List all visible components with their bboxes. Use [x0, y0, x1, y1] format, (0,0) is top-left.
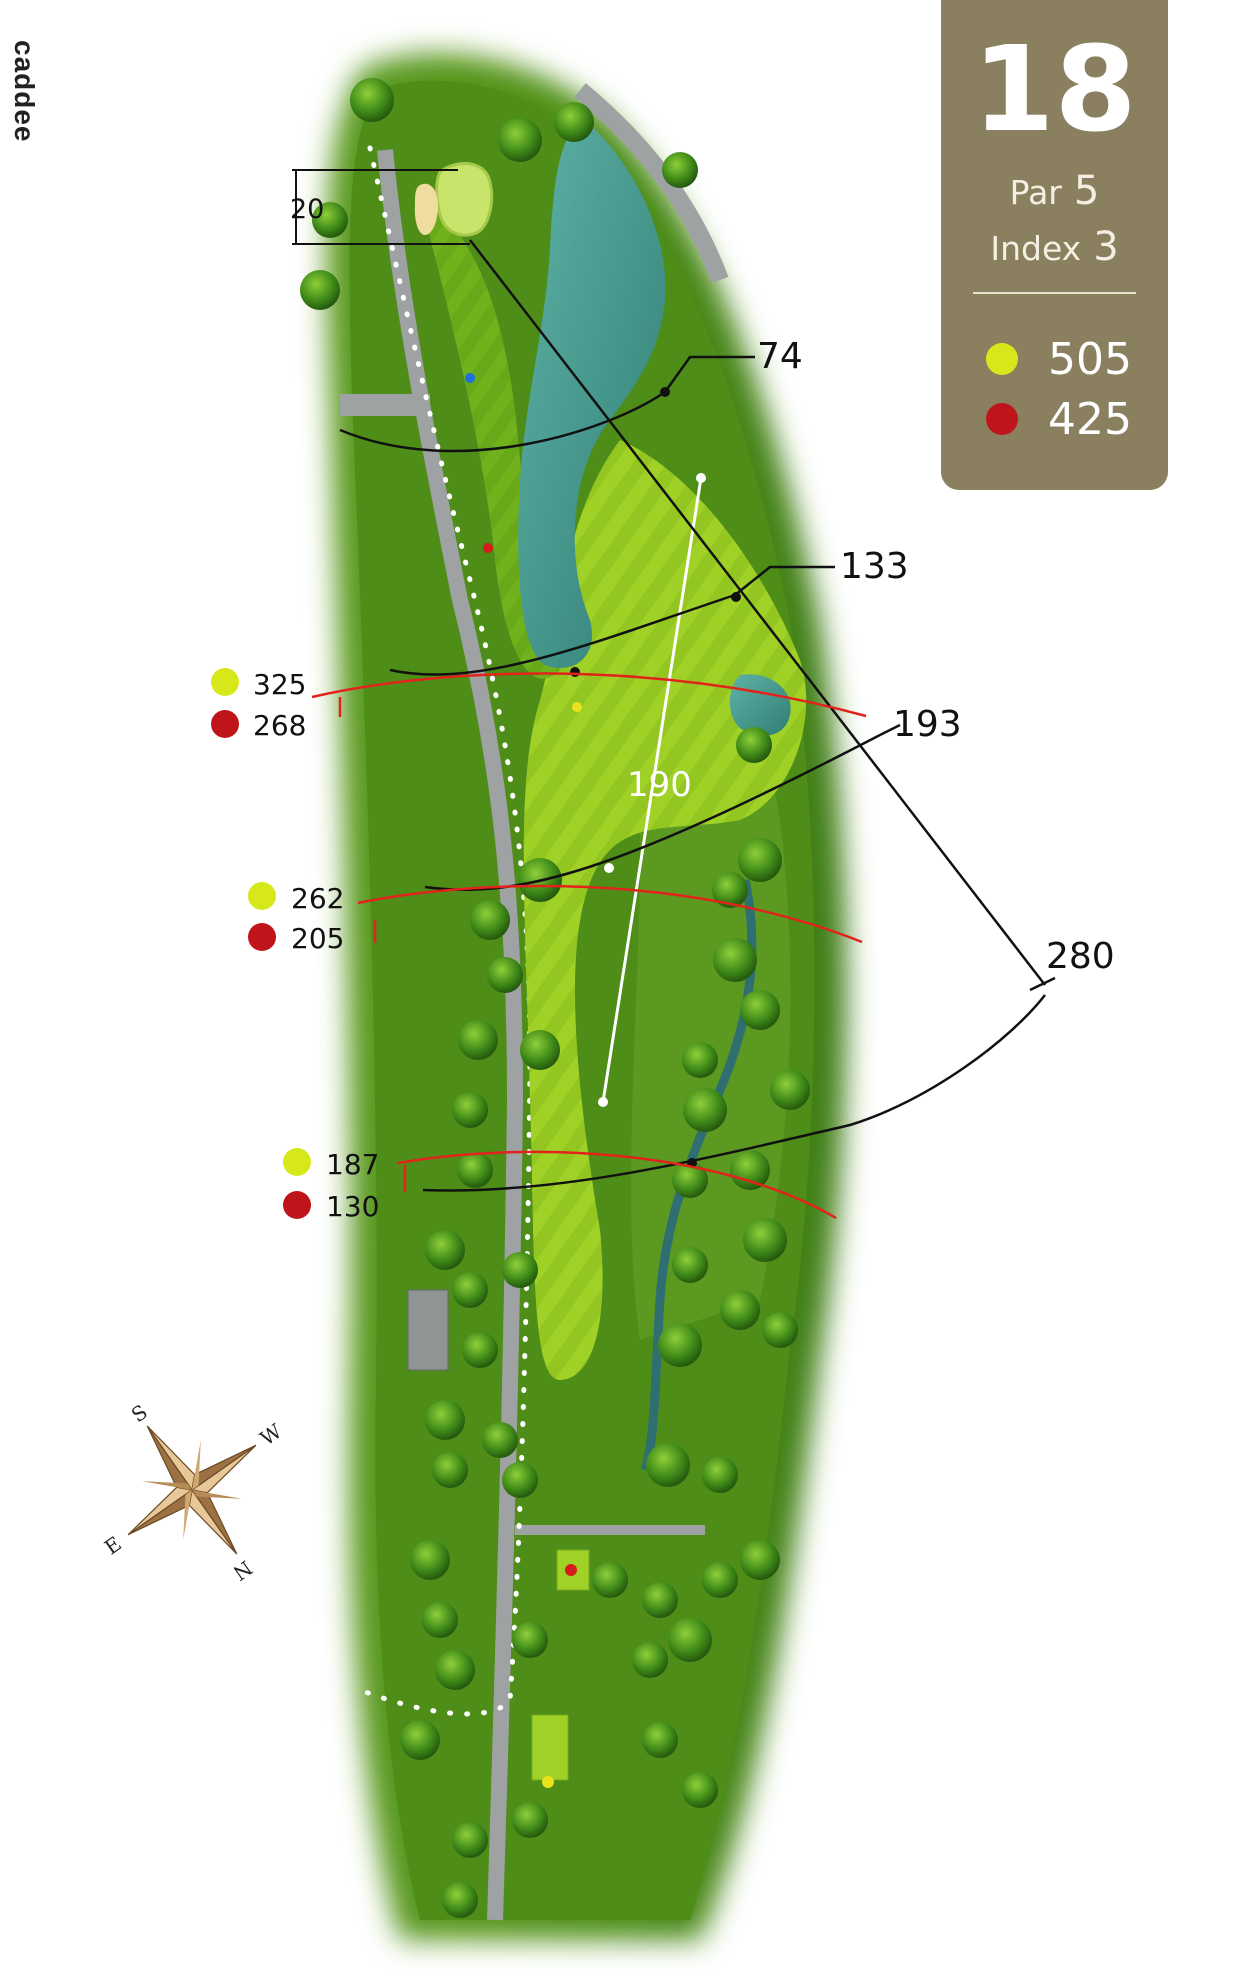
compass-west-label: W [256, 1419, 287, 1451]
target-dot-blue [465, 373, 475, 383]
fairway-width-line [601, 477, 703, 1103]
marker-group-3: 187 130 [283, 1148, 379, 1223]
card-divider [973, 292, 1136, 294]
bunker [414, 183, 438, 235]
green-depth-indicator [292, 169, 470, 245]
yellow-tee-dot [986, 343, 1018, 375]
compass-east-label: E [100, 1531, 126, 1559]
compass-north-label: N [229, 1556, 257, 1586]
tee-row-red: 425 [986, 393, 1132, 445]
marker-1-yellow-label: 325 [253, 668, 306, 701]
distance-point-133 [731, 592, 741, 602]
marker-2-yellow-label: 262 [291, 882, 344, 915]
marker-3-yellow-dot [283, 1148, 311, 1176]
index-value: 3 [1093, 224, 1119, 270]
compass-rose-icon: N S E W [100, 1400, 287, 1586]
marker-1-red-label: 268 [253, 709, 306, 742]
distance-label-133: 133 [840, 546, 909, 587]
distance-label-280: 280 [1046, 936, 1115, 977]
tee-marker-yellow [542, 1776, 554, 1788]
marker-2-red-label: 205 [291, 922, 344, 955]
yellow-tee-box [531, 1714, 569, 1781]
target-dot-white [604, 863, 614, 873]
distance-label-193: 193 [893, 704, 962, 745]
index-row: Index 3 [941, 224, 1168, 270]
yardage-arcs [311, 672, 867, 1220]
par-label: Par [1009, 173, 1062, 212]
yellow-tee-length: 505 [1048, 333, 1132, 385]
trees [300, 78, 810, 1918]
compass-south-label: S [127, 1400, 152, 1428]
marker-group-2: 262 205 [248, 882, 344, 955]
distance-lines [339, 239, 1056, 1192]
tee-marker-red [565, 1564, 577, 1576]
green [435, 162, 494, 237]
marker-2-yellow-dot [248, 882, 276, 910]
target-dot-red [483, 543, 493, 553]
distance-label-74: 74 [757, 336, 803, 377]
fairway-width-end [598, 1097, 608, 1107]
par-value: 5 [1073, 168, 1100, 214]
target-dot-yellow [572, 702, 582, 712]
par-row: Par 5 [941, 168, 1168, 214]
index-label: Index [990, 229, 1082, 268]
marker-group-1: 325 268 [211, 668, 306, 742]
marker-1-red-dot [211, 710, 239, 738]
marker-1-yellow-dot [211, 668, 239, 696]
marker-2-red-dot [248, 923, 276, 951]
marker-3-yellow-label: 187 [326, 1148, 379, 1181]
caddee-logo: caddee [9, 40, 40, 143]
fairway-width-label: 190 [627, 765, 692, 805]
red-tee-length: 425 [1048, 393, 1132, 445]
hole-number: 18 [972, 20, 1137, 158]
distance-point-193 [570, 667, 580, 677]
clubhouse-building [407, 1289, 449, 1371]
hole-info-card: 18 Par 5 Index 3 505 425 [941, 0, 1168, 490]
distance-point-74 [660, 387, 670, 397]
water-hazard-pond [518, 120, 666, 668]
green-depth-label: 20 [290, 194, 324, 225]
marker-3-red-label: 130 [326, 1190, 379, 1223]
fairway-width-start [696, 473, 706, 483]
tee-row-yellow: 505 [986, 333, 1132, 385]
top-road [574, 83, 729, 284]
marker-3-red-dot [283, 1191, 311, 1219]
red-tee-dot [986, 403, 1018, 435]
